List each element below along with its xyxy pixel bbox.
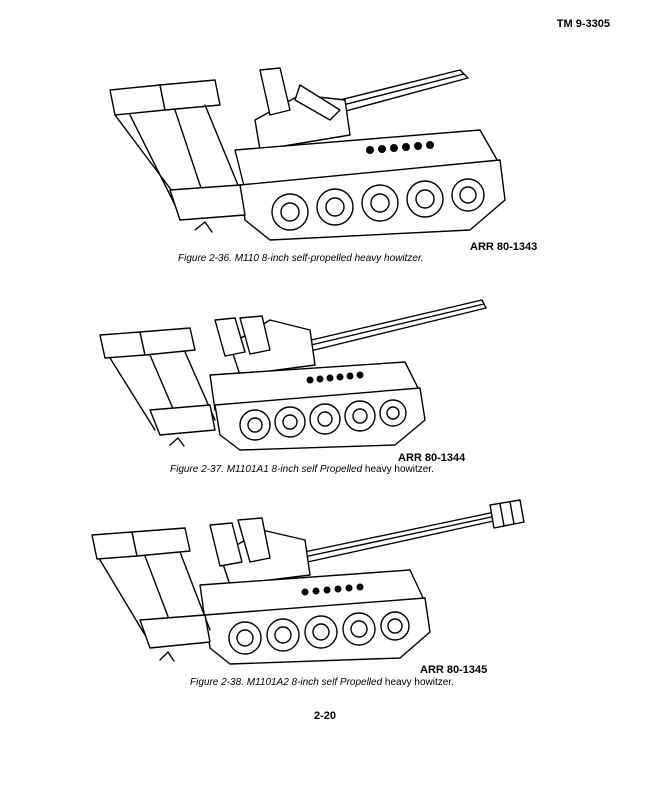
page-number: 2-20 (313, 710, 337, 722)
caption-text: Figure 2-38. M1101A2 8-inch self Propell… (190, 677, 383, 688)
caption-text: Figure 2-37. M1101A1 8-inch self Propell… (170, 464, 363, 475)
figure-2-37: ARR 80-1344 Figure 2-37. M1101A1 8-inch … (99, 299, 487, 475)
m110a2-howitzer-illustration (91, 499, 525, 665)
figure-2-38: ARR 80-1345 Figure 2-38. M1101A2 8-inch … (91, 499, 525, 688)
figure-caption: Figure 2-37. M1101A1 8-inch self Propell… (170, 464, 434, 475)
caption-tail: heavy howitzer. (362, 464, 434, 475)
figure-caption: Figure 2-36. M110 8-inch self-propelled … (178, 253, 424, 264)
figure-2-36: ARR 80-1343 Figure 2-36. M110 8-inch sel… (0, 0, 650, 270)
figure-caption: Figure 2-38. M1101A2 8-inch self Propell… (190, 677, 454, 688)
arr-number: ARR 80-1343 (470, 241, 538, 253)
m110a1-howitzer-illustration (99, 299, 487, 451)
arr-number: ARR 80-1344 (398, 452, 466, 464)
m110-howitzer-illustration (109, 67, 506, 241)
arr-number: ARR 80-1345 (420, 664, 488, 676)
caption-tail: heavy howitzer. (382, 677, 454, 688)
document-id: TM 9-3305 (556, 18, 610, 30)
caption-text: Figure 2-36. M110 8-inch self-propelled … (178, 253, 424, 264)
